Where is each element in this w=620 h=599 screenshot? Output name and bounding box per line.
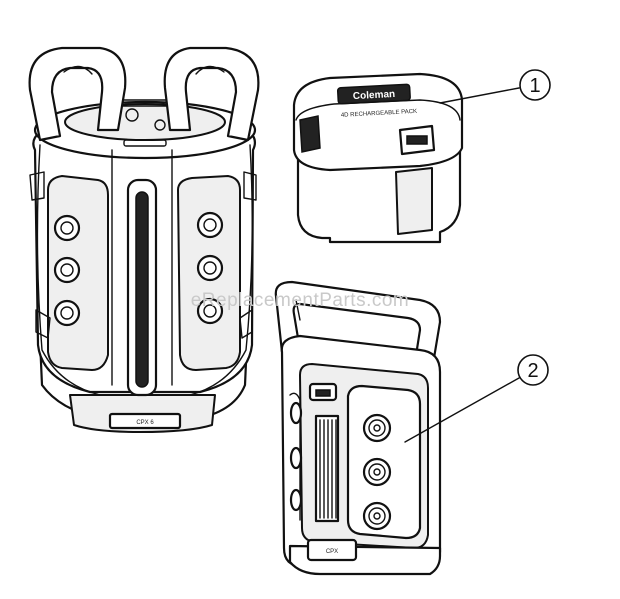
panel-base-label: CPX xyxy=(326,549,338,555)
panel-base-plate xyxy=(306,538,358,562)
battery-caption: 4D RECHARGEABLE PACK xyxy=(341,109,417,119)
lantern-assembly: CPX 6 xyxy=(28,46,260,433)
left-control-buttons xyxy=(53,214,81,327)
right-control-buttons xyxy=(196,211,224,325)
callout-1-leader-line xyxy=(439,87,520,104)
callout-2-number: 2 xyxy=(527,360,538,382)
callout-1: 1 xyxy=(439,69,551,104)
panel-handle xyxy=(274,280,442,372)
callout-2-circle xyxy=(517,354,549,386)
callout-2-leader-line xyxy=(404,377,520,443)
lantern-base-label: CPX 6 xyxy=(136,420,154,426)
left-carry-handle xyxy=(28,46,127,142)
battery-pack: Coleman 4D RECHARGEABLE PACK xyxy=(292,72,464,244)
vent-grille xyxy=(314,414,340,523)
callout-2: 2 xyxy=(404,354,549,443)
right-carry-handle xyxy=(163,46,260,142)
lantern-base-label-plate xyxy=(108,412,182,430)
callout-1-circle xyxy=(519,69,551,101)
battery-brand: Coleman xyxy=(353,89,396,102)
center-light-slot xyxy=(135,191,149,388)
left-latch xyxy=(299,115,321,153)
lantern-housing-panel: CPX xyxy=(274,280,442,576)
battery-brand-plate xyxy=(336,83,411,105)
watermark-text: eReplacementParts.com xyxy=(191,290,410,311)
panel-buttons xyxy=(362,413,392,531)
callout-1-number: 1 xyxy=(529,75,540,97)
